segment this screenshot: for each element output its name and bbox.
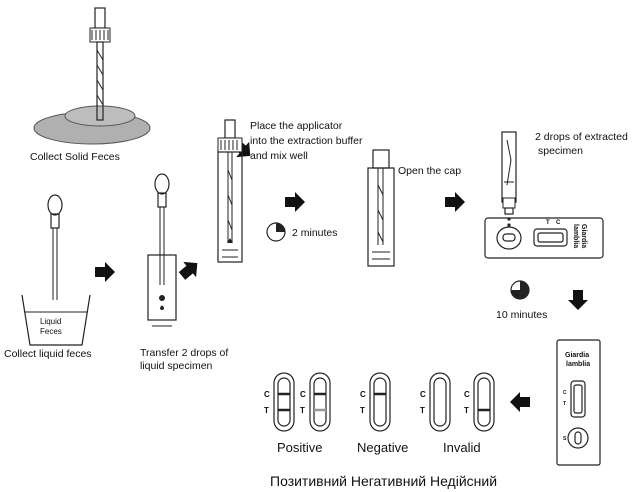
transfer-tube-illustration [147,173,177,327]
result-positive-label: Positive [277,440,323,455]
transfer-label-line1: Transfer 2 drops of [140,347,228,359]
cassette-v-t-mark: T [563,401,566,407]
cassette-vertical: Giardia lamblia C T S [556,339,601,466]
place-label-line3: and mix well [250,150,308,162]
c-label: C [264,390,270,399]
t-label: T [300,406,305,415]
result-negative-label: Negative [357,440,408,455]
result-invalid-label: Invalid [443,440,481,455]
extraction-tube-illustration [217,119,243,263]
c-label: C [360,390,366,399]
arrow-left-icon [510,392,530,412]
cassette-v-s-mark: S [563,436,567,442]
result-window-outer [369,372,391,432]
result-window-inner [313,377,327,427]
arrow-right-icon [445,192,465,212]
open-cap-label: Open the cap [398,165,461,177]
t-label: T [264,406,269,415]
timer-10-minutes-label: 10 minutes [496,309,547,321]
t-label: T [420,406,425,415]
c-label: C [420,390,426,399]
open-tube-illustration [367,149,395,267]
beaker-label-line2: Feces [40,327,62,336]
beaker-label-line1: Liquid [40,317,61,326]
place-label-line2: into the extraction buffer [250,135,363,147]
result-window-outer [429,372,451,432]
c-label: C [300,390,306,399]
cassette-label-lamblia: lamblia [572,224,579,248]
dropping-tube-illustration [501,131,517,227]
t-label: T [360,406,365,415]
drops-label-line2: specimen [538,145,583,157]
collect-solid-label: Collect Solid Feces [30,151,120,163]
cassette-v-label-giardia: Giardia [565,352,589,359]
place-label-line1: Place the applicator [250,120,343,132]
transfer-label-line2: liquid specimen [140,360,213,372]
cassette-c-mark: C [556,220,561,226]
collect-liquid-label: Collect liquid feces [4,348,92,360]
timer-icon [510,280,530,300]
result-window-inner [433,377,447,427]
result-window-outer [473,372,495,432]
arrow-down-icon [568,290,588,310]
liquid-feces-illustration [21,194,91,346]
cassette-label-giardia: Giardia [580,224,587,248]
result-window-inner [373,377,387,427]
t-label: T [464,406,469,415]
ukrainian-result-labels: Позитивний Негативний Недійсний [270,473,497,489]
result-window-outer [273,372,295,432]
arrow-right-icon [285,192,305,212]
arrow-right-icon [95,262,115,282]
timer-2-minutes-label: 2 minutes [292,227,338,239]
result-window-outer [309,372,331,432]
result-window-inner [277,377,291,427]
c-label: C [464,390,470,399]
cassette-horizontal: T C Giardia lamblia [484,217,604,259]
cassette-v-label-lamblia: lamblia [566,361,590,368]
result-window-inner [477,377,491,427]
arrow-up-right-icon [175,255,204,284]
cassette-v-c-mark: C [563,390,567,396]
cassette-t-mark: T [546,220,550,226]
drops-label-line1: 2 drops of extracted [535,131,628,143]
solid-feces-illustration [33,7,151,145]
timer-icon [266,222,286,242]
